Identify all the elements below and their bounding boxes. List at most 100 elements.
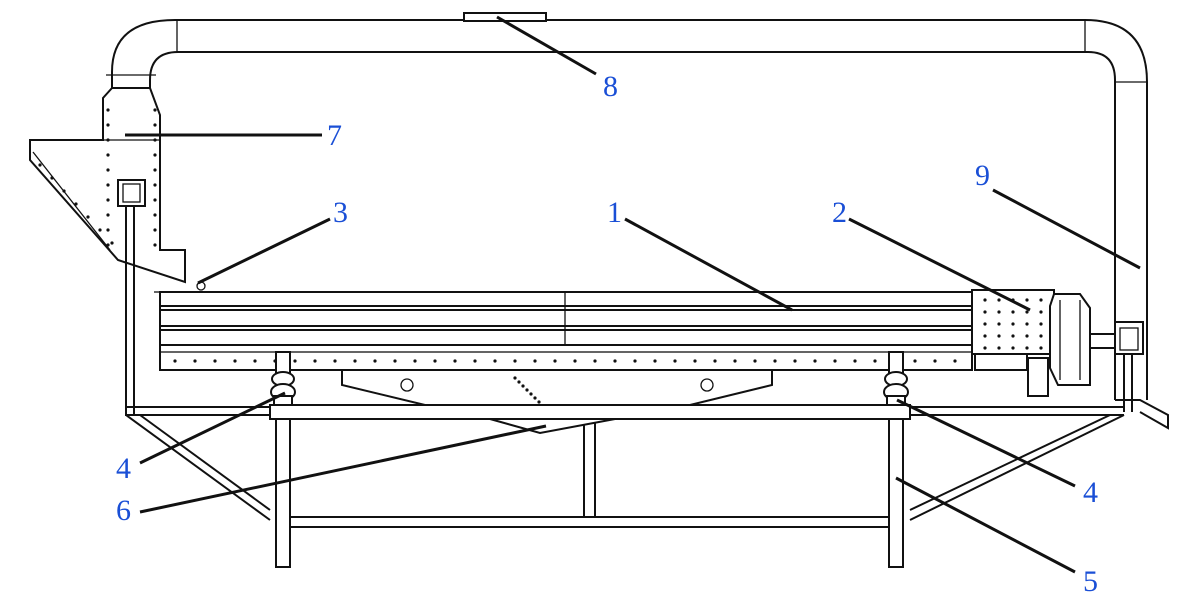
rivet-dot bbox=[983, 346, 987, 350]
rivet-dot bbox=[1039, 310, 1043, 314]
rivet-dot bbox=[153, 213, 157, 217]
rivet-dot bbox=[997, 310, 1001, 314]
rivet-dot bbox=[233, 359, 237, 363]
rivet-dot bbox=[153, 183, 157, 187]
callout-9: 9 bbox=[975, 159, 990, 192]
rivet-dot bbox=[753, 359, 757, 363]
rivet-dot bbox=[713, 359, 717, 363]
rivet-dot bbox=[1011, 346, 1015, 350]
rivet-dot bbox=[517, 380, 521, 384]
left-upright bbox=[117, 179, 146, 416]
rivet-dot bbox=[106, 168, 110, 172]
rivet-dot bbox=[153, 123, 157, 127]
rivet-dot bbox=[1039, 298, 1043, 302]
rivet-dot bbox=[1039, 322, 1043, 326]
rivet-dot bbox=[573, 359, 577, 363]
callout-4-right: 4 bbox=[1083, 476, 1098, 509]
callout-6: 6 bbox=[116, 494, 131, 527]
callout-5: 5 bbox=[1083, 565, 1098, 598]
rivet-dot bbox=[525, 388, 529, 392]
rivet-dot bbox=[997, 298, 1001, 302]
rivet-dot bbox=[997, 334, 1001, 338]
rivet-dot bbox=[513, 359, 517, 363]
top-port bbox=[463, 12, 547, 22]
rivet-dot bbox=[333, 359, 337, 363]
vibrator-housing bbox=[341, 370, 773, 406]
right-upright bbox=[1114, 321, 1169, 430]
rivet-dot bbox=[106, 183, 110, 187]
rivet-dot bbox=[513, 376, 517, 380]
rivet-dot bbox=[983, 310, 987, 314]
rivet-dot bbox=[733, 359, 737, 363]
rivet-dot bbox=[1025, 298, 1029, 302]
rivet-dot bbox=[633, 359, 637, 363]
rivet-dot bbox=[953, 359, 957, 363]
callout-8: 8 bbox=[603, 70, 618, 103]
drive-unit bbox=[971, 289, 1116, 397]
callout-2: 2 bbox=[832, 196, 847, 229]
rivet-dot bbox=[106, 108, 110, 112]
rivet-dot bbox=[153, 198, 157, 202]
rivet-dot bbox=[1025, 322, 1029, 326]
rivet-dot bbox=[983, 298, 987, 302]
rivet-dot bbox=[106, 198, 110, 202]
rivet-dot bbox=[433, 359, 437, 363]
rivet-dot bbox=[213, 359, 217, 363]
callouts: 8 7 3 1 2 9 4 4 6 5 bbox=[116, 70, 1098, 598]
spring-mount-right bbox=[883, 351, 909, 407]
rivet-dot bbox=[529, 392, 533, 396]
rivet-dot bbox=[853, 359, 857, 363]
rivet-dot bbox=[1039, 334, 1043, 338]
base-frame bbox=[125, 404, 1125, 568]
rivet-dot bbox=[693, 359, 697, 363]
rivet-dot bbox=[833, 359, 837, 363]
rivet-dot bbox=[153, 168, 157, 172]
rivet-dot bbox=[813, 359, 817, 363]
rivet-dot bbox=[533, 359, 537, 363]
rivet-dot bbox=[313, 359, 317, 363]
rivet-dot bbox=[1039, 346, 1043, 350]
rivet-dot bbox=[773, 359, 777, 363]
rivet-dot bbox=[593, 359, 597, 363]
rivet-dot bbox=[983, 322, 987, 326]
callout-7: 7 bbox=[327, 119, 342, 152]
rivet-dot bbox=[473, 359, 477, 363]
rivet-dot bbox=[933, 359, 937, 363]
rivet-dot bbox=[1011, 334, 1015, 338]
leader-lines bbox=[125, 15, 1141, 574]
rivet-dot bbox=[153, 108, 157, 112]
rivet-dot bbox=[153, 243, 157, 247]
rivet-dot bbox=[1011, 310, 1015, 314]
rivet-dot bbox=[86, 215, 90, 219]
rivet-dot bbox=[413, 359, 417, 363]
rivet-dot bbox=[997, 322, 1001, 326]
rivet-dot bbox=[1025, 310, 1029, 314]
rivet-dot bbox=[293, 359, 297, 363]
rivet-dot bbox=[253, 359, 257, 363]
callout-4-left: 4 bbox=[116, 452, 131, 485]
rivet-dot bbox=[106, 153, 110, 157]
rivet-dot bbox=[873, 359, 877, 363]
rivet-dot bbox=[533, 396, 537, 400]
rivet-dot bbox=[553, 359, 557, 363]
rivet-dot bbox=[173, 359, 177, 363]
inlet-hopper bbox=[29, 87, 186, 284]
rivet-dot bbox=[913, 359, 917, 363]
rivet-dot bbox=[106, 243, 110, 247]
rivet-dot bbox=[110, 241, 114, 245]
callout-3: 3 bbox=[333, 196, 348, 229]
rivet-dot bbox=[106, 228, 110, 232]
rivet-dot bbox=[1011, 322, 1015, 326]
rivet-dot bbox=[50, 176, 54, 180]
callout-1: 1 bbox=[607, 196, 622, 229]
rivet-dot bbox=[653, 359, 657, 363]
rivet-dot bbox=[793, 359, 797, 363]
rivet-dot bbox=[98, 228, 102, 232]
rivet-dot bbox=[537, 400, 541, 404]
rivet-dot bbox=[106, 123, 110, 127]
rivet-dot bbox=[521, 384, 525, 388]
rivet-dot bbox=[353, 359, 357, 363]
conveyor-body bbox=[154, 281, 973, 371]
rivet-dot bbox=[673, 359, 677, 363]
